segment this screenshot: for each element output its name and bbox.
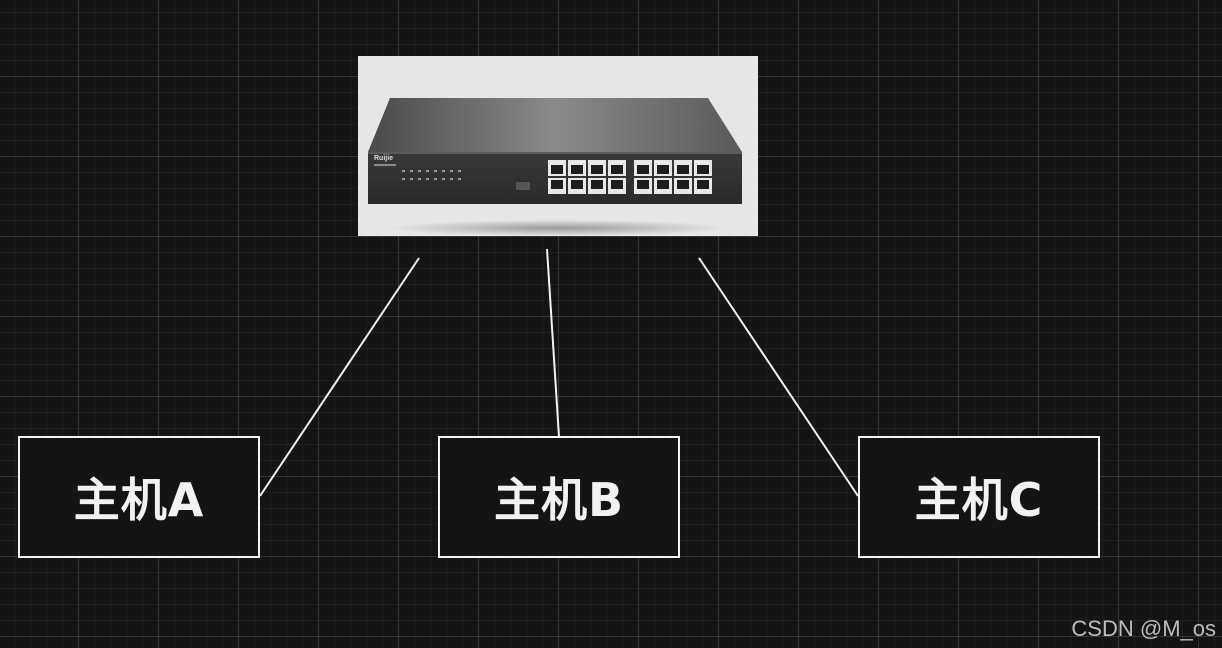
link-b <box>547 249 559 437</box>
host-c-box: 主机C <box>858 436 1100 558</box>
link-c <box>699 258 858 496</box>
watermark: CSDN @M_os <box>1071 616 1216 642</box>
host-a-label: 主机A <box>74 464 205 530</box>
host-b-box: 主机B <box>438 436 680 558</box>
host-a-box: 主机A <box>18 436 260 558</box>
host-b-label: 主机B <box>494 464 624 530</box>
host-c-label: 主机C <box>915 464 1044 530</box>
link-a <box>260 258 419 496</box>
